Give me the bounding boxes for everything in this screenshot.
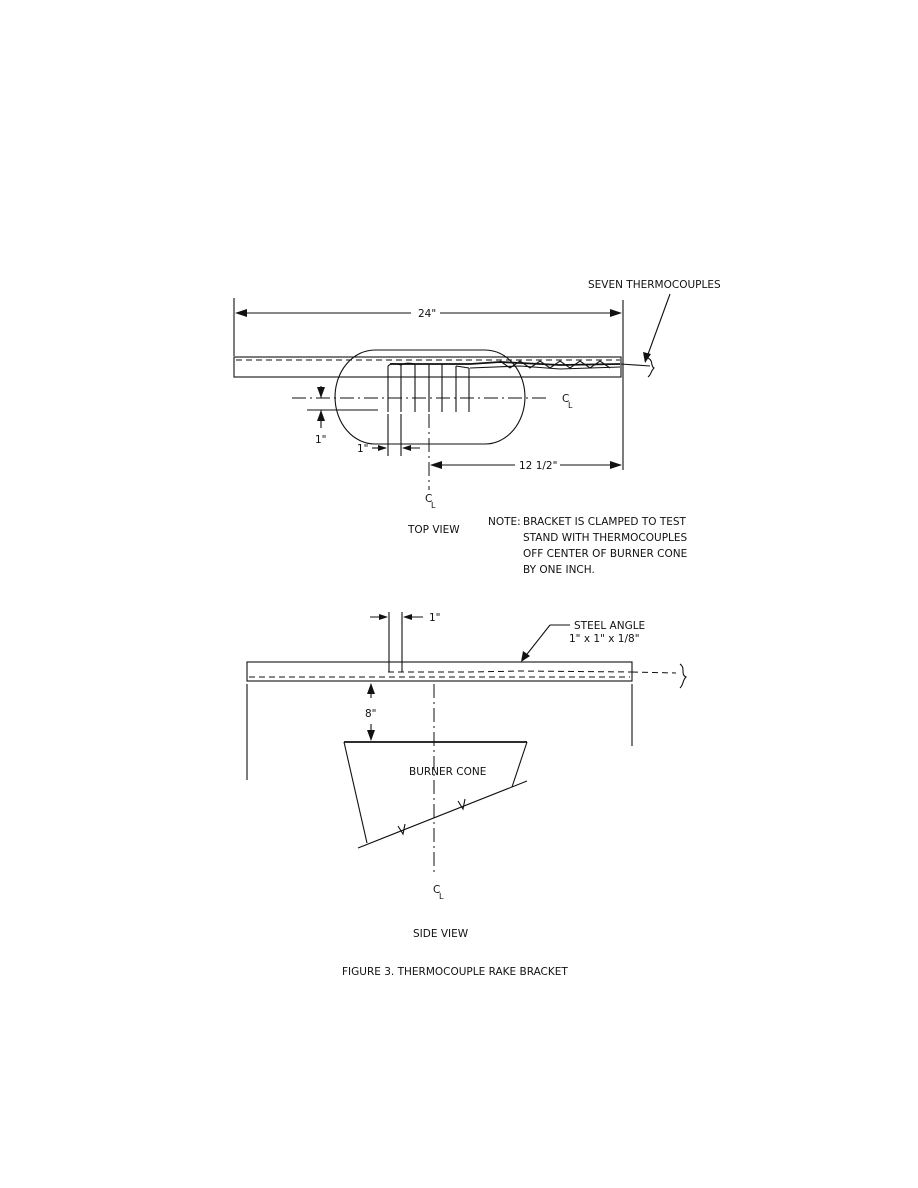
dim-center-arrow-right xyxy=(610,461,622,469)
note-line: STAND WITH THERMOCOUPLES xyxy=(523,532,688,544)
note-line: BRACKET IS CLAMPED TO TEST xyxy=(523,516,687,528)
burner-cone-left-edge xyxy=(343,741,368,844)
burner-cone-cut-line xyxy=(357,780,528,849)
dim-offset-label: 1" xyxy=(315,434,327,446)
side-dim-spacing-label: 1" xyxy=(429,612,441,624)
side-dim-arrow-left xyxy=(379,614,388,620)
side-cl-sub: L xyxy=(439,892,444,901)
side-view: 1" STEEL ANGLE 1" x 1" x 1/8" 8" BURNER … xyxy=(246,612,687,940)
side-dim-height-arrow-bottom xyxy=(367,730,375,741)
break-symbol-side xyxy=(679,663,687,689)
top-view-caption: TOP VIEW xyxy=(407,524,460,536)
top-cl-v-sub: L xyxy=(431,501,436,510)
dim-offset-arrow-bottom xyxy=(317,410,325,421)
dim-spacing-arrow-left xyxy=(378,445,387,451)
thermocouple-bundle-hatch xyxy=(499,360,611,369)
top-cl-v-label: C xyxy=(425,493,432,505)
burner-cone-outline xyxy=(334,349,526,445)
thermocouples-leader-arrow xyxy=(643,352,651,363)
top-cl-h-label: C xyxy=(562,393,569,405)
steel-angle-leader xyxy=(523,624,551,659)
steel-angle-leader-arrow xyxy=(521,651,530,662)
bracket-bar-top xyxy=(233,356,622,378)
figure-caption: FIGURE 3. THERMOCOUPLE RAKE BRACKET xyxy=(342,966,568,978)
thermocouple-tail-side xyxy=(631,671,677,674)
dim-spacing-arrow-right xyxy=(402,445,411,451)
burner-cone-label: BURNER CONE xyxy=(409,766,486,778)
cut-break-mark-1 xyxy=(397,823,406,836)
thermocouple-probes xyxy=(387,362,470,412)
thermocouple-bundle-side xyxy=(388,670,633,673)
dim-center-arrow-left xyxy=(430,461,442,469)
note-line: OFF CENTER OF BURNER CONE xyxy=(523,548,687,560)
dim-offset-arrow-top xyxy=(317,387,325,398)
break-symbol-top xyxy=(647,357,655,378)
steel-angle-callout-1: STEEL ANGLE xyxy=(574,620,645,632)
dim-24-arrow-left xyxy=(235,309,247,317)
dim-24-arrow-right xyxy=(610,309,622,317)
side-dim-arrow-right xyxy=(403,614,412,620)
dim-24-label: 24" xyxy=(418,308,436,320)
burner-cone-right-edge xyxy=(511,741,528,788)
thermocouple-tail xyxy=(620,363,651,367)
dim-center-label: 12 1/2" xyxy=(519,460,557,472)
side-cl-label: C xyxy=(433,884,440,896)
cut-break-mark-2 xyxy=(457,798,466,811)
top-cl-h-sub: L xyxy=(568,401,573,410)
side-view-caption: SIDE VIEW xyxy=(413,928,469,940)
thermocouples-leader xyxy=(646,293,671,358)
dim-spacing-label: 1" xyxy=(357,443,369,455)
side-dim-height-label: 8" xyxy=(365,708,377,720)
thermocouples-callout: SEVEN THERMOCOUPLES xyxy=(588,279,721,291)
note-line: BY ONE INCH. xyxy=(523,564,595,576)
note-label: NOTE: xyxy=(488,516,521,528)
thermocouple-bundle-lower xyxy=(469,365,621,370)
thermocouple-bundle xyxy=(390,361,621,366)
top-view: SEVEN THERMOCOUPLES 24" xyxy=(233,279,721,576)
steel-angle-callout-2: 1" x 1" x 1/8" xyxy=(569,633,640,645)
probe-bends xyxy=(387,362,470,369)
side-dim-height-arrow-top xyxy=(367,683,375,694)
